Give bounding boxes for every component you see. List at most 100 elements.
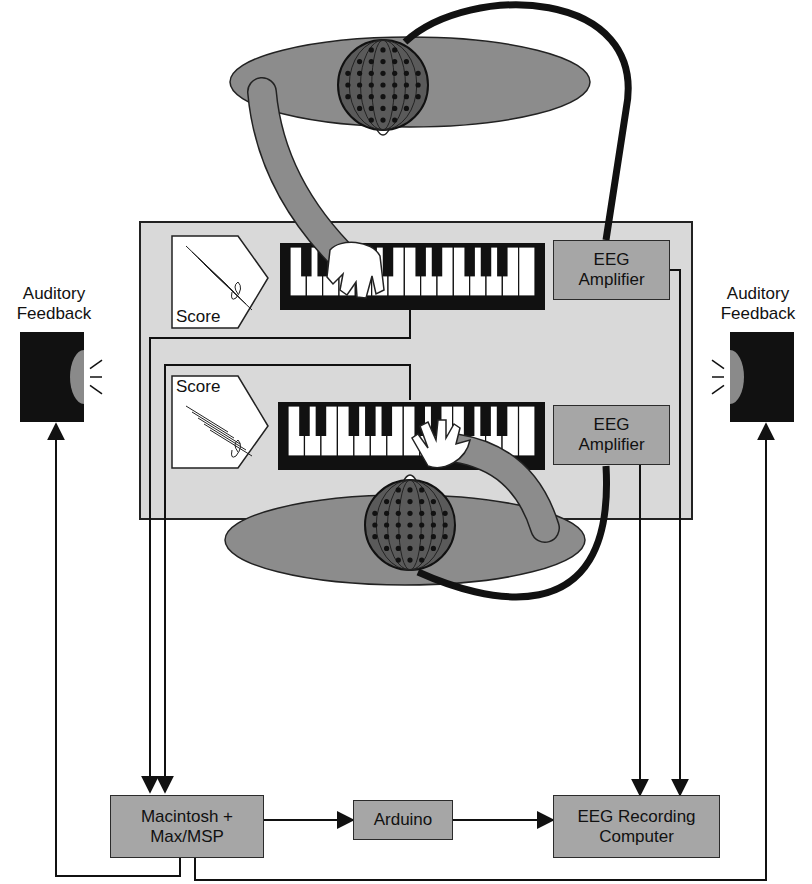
- electrode: [384, 534, 389, 539]
- staff-line: [210, 430, 252, 456]
- box-label: Macintosh + Max/MSP: [117, 807, 257, 847]
- electrode: [392, 106, 397, 111]
- paper-outline: [172, 376, 268, 468]
- white-key: [519, 406, 535, 456]
- electrode: [419, 487, 424, 492]
- eeg-cap-head: [365, 475, 455, 570]
- eeg-cable: [405, 5, 628, 240]
- signal-arrow: [264, 819, 353, 821]
- electrode: [431, 534, 436, 539]
- electrode: [369, 47, 374, 52]
- cap-line: [399, 480, 422, 570]
- score-sheet: Score: [168, 232, 272, 332]
- electrode: [404, 94, 409, 99]
- black-key: [301, 247, 311, 276]
- signal-arrow: [670, 270, 680, 795]
- electrode: [384, 546, 389, 551]
- black-key: [480, 406, 491, 436]
- paper-outline: [172, 236, 268, 328]
- electrode: [431, 511, 436, 516]
- electrode: [419, 522, 424, 527]
- electrode: [407, 511, 412, 516]
- electrode: [407, 534, 412, 539]
- eeg-cap-head: [338, 40, 428, 135]
- black-key: [464, 247, 474, 276]
- black-key: [415, 247, 425, 276]
- electrode: [419, 511, 424, 516]
- electrode: [392, 59, 397, 64]
- electrode: [357, 71, 362, 76]
- electrode: [419, 546, 424, 551]
- signal-arrow: [453, 819, 553, 821]
- black-key: [464, 406, 475, 436]
- electrode: [431, 546, 436, 551]
- staff-line: [198, 418, 240, 444]
- speaker-icon: [708, 330, 808, 424]
- score-label: Score: [174, 308, 222, 326]
- electrode: [380, 82, 385, 87]
- arm: [262, 92, 348, 262]
- electrode: [404, 106, 409, 111]
- electrode: [369, 118, 374, 123]
- sound-line: [90, 376, 102, 378]
- sound-line: [712, 360, 724, 368]
- box-label: EEG Amplifier: [560, 415, 663, 455]
- staff-line: [204, 424, 246, 450]
- black-key: [382, 406, 393, 436]
- eeg-cable: [418, 466, 607, 597]
- speaker-body: [20, 332, 84, 422]
- speaker-cone: [730, 350, 744, 404]
- arm-outline: [455, 448, 545, 528]
- cap-line: [372, 40, 395, 130]
- electrode: [372, 511, 377, 516]
- signal-arrow: [195, 424, 766, 880]
- signal-arrow: [639, 465, 641, 795]
- electrode: [396, 499, 401, 504]
- electrode: [392, 71, 397, 76]
- electrode: [443, 522, 448, 527]
- electrode: [392, 94, 397, 99]
- electrode: [396, 522, 401, 527]
- head: [338, 40, 428, 130]
- electrode: [372, 522, 377, 527]
- electrode: [407, 546, 412, 551]
- box-label: Arduino: [374, 810, 433, 830]
- electrode: [369, 59, 374, 64]
- electrode: [369, 71, 374, 76]
- cap-line: [388, 480, 433, 570]
- sound-line: [712, 376, 724, 378]
- electrode: [369, 94, 374, 99]
- black-key: [497, 247, 507, 276]
- clef: [232, 282, 241, 299]
- sound-line: [90, 360, 102, 368]
- speaker-label: Auditory Feedback: [4, 284, 104, 324]
- electrode: [380, 106, 385, 111]
- electrode: [431, 499, 436, 504]
- black-key: [299, 406, 310, 436]
- staff-line: [210, 270, 252, 310]
- electrode: [404, 82, 409, 87]
- black-key: [349, 406, 360, 436]
- electrode: [345, 71, 350, 76]
- clef: [232, 440, 241, 457]
- electrode: [416, 94, 421, 99]
- electrode: [380, 71, 385, 76]
- speaker-body: [730, 332, 794, 422]
- electrode: [384, 522, 389, 527]
- process-box: Arduino: [353, 800, 453, 840]
- process-box: EEG Recording Computer: [553, 795, 720, 858]
- electrode: [407, 487, 412, 492]
- electrode: [431, 522, 436, 527]
- arm: [455, 448, 545, 528]
- score-label: Score: [174, 378, 222, 396]
- speaker-node: Auditory Feedback: [4, 284, 104, 424]
- electrode: [384, 499, 389, 504]
- cap-line: [376, 480, 444, 570]
- electrode: [404, 71, 409, 76]
- process-box: EEG Amplifier: [553, 405, 670, 465]
- electrode: [419, 534, 424, 539]
- electrode: [396, 546, 401, 551]
- staff-line: [186, 406, 228, 432]
